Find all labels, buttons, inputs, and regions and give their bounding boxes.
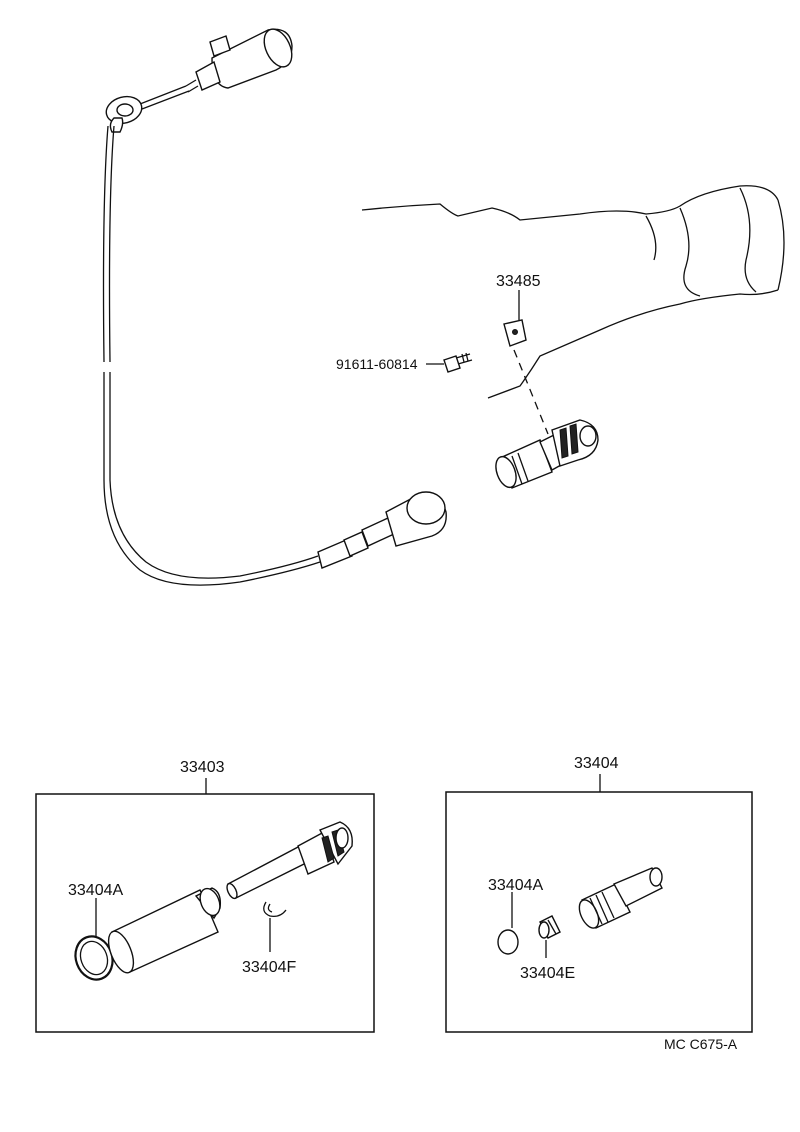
speedometer-cable xyxy=(102,28,447,586)
alignment-dashed-line xyxy=(513,349,549,435)
lock-plate-33485: 33485 xyxy=(496,273,541,347)
driven-gear-shaft xyxy=(226,821,353,900)
kit-33403-box xyxy=(35,793,375,1033)
kit-33404: 33404 33404A 33404E xyxy=(445,755,753,1033)
kit-33403: 33403 33404A xyxy=(35,759,375,1033)
cable-bottom-connector xyxy=(317,491,447,569)
sleeve-33404 xyxy=(578,867,663,929)
label-33403: 33403 xyxy=(180,759,225,776)
driven-gear-assembly xyxy=(495,419,599,489)
drawing-code: MC C675-A xyxy=(664,1036,738,1052)
sleeve-33403 xyxy=(107,887,222,974)
cable-top-connector xyxy=(185,28,293,93)
label-33485: 33485 xyxy=(496,273,541,290)
label-33404: 33404 xyxy=(574,755,619,772)
seal-33404E: 33404E xyxy=(520,915,575,982)
bolt-91611-60814: 91611-60814 xyxy=(336,352,473,373)
cable-grommet xyxy=(105,95,143,133)
driven-gear-teeth xyxy=(551,419,599,467)
clip-33404F: 33404F xyxy=(242,901,296,976)
label-91611-60814: 91611-60814 xyxy=(336,356,418,372)
label-33404A-right: 33404A xyxy=(488,877,543,894)
label-33404F: 33404F xyxy=(242,959,296,976)
label-33404A-left: 33404A xyxy=(68,882,123,899)
oring-33404A-right: 33404A xyxy=(488,877,543,955)
kit-33404-box xyxy=(445,791,753,1033)
transmission-housing xyxy=(361,185,785,399)
label-33404E: 33404E xyxy=(520,965,575,982)
